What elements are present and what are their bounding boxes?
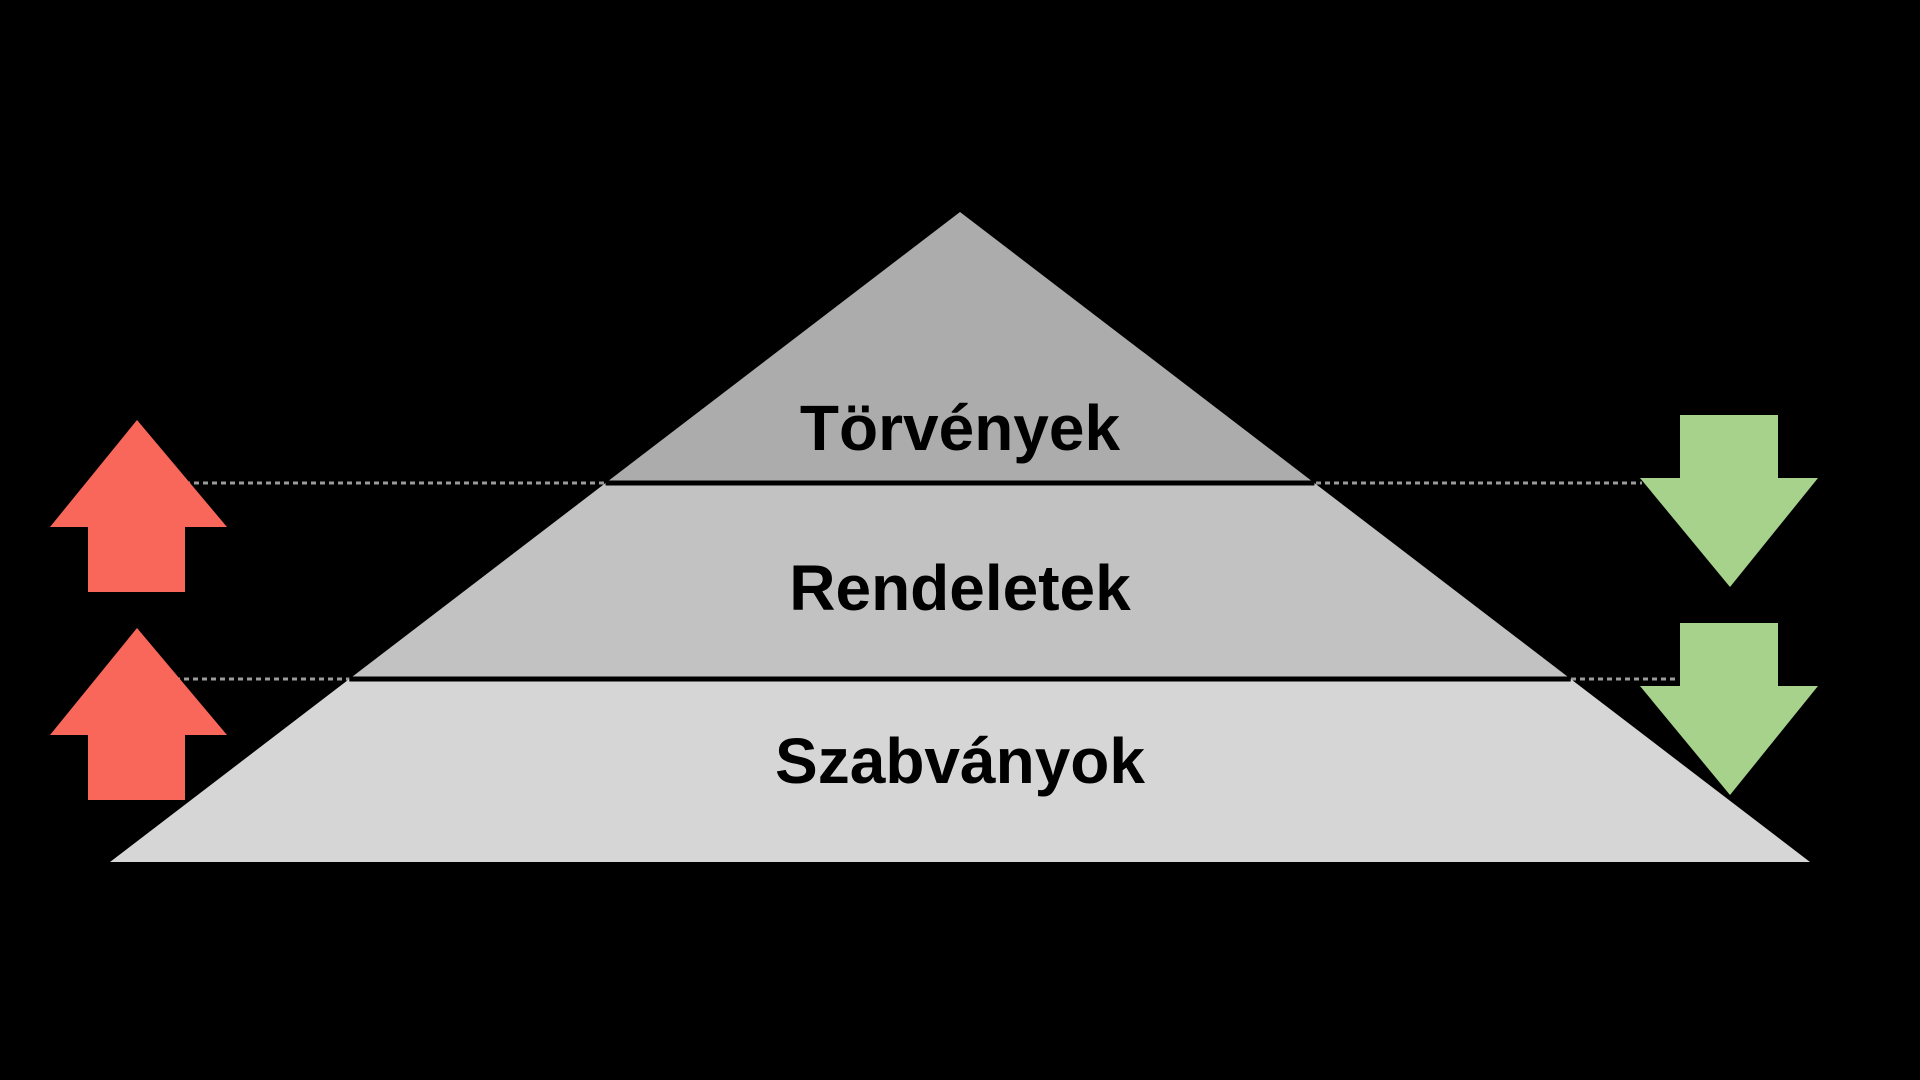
- label-laws: Törvények: [800, 392, 1121, 464]
- up-arrow-icon-bottom: [50, 628, 227, 800]
- pyramid-level-standards: [110, 679, 1810, 862]
- label-decrees: Rendeletek: [789, 552, 1131, 624]
- up-arrow-icon-top: [50, 420, 227, 592]
- down-arrow-icon-bottom: [1640, 623, 1818, 795]
- label-standards: Szabványok: [775, 725, 1145, 797]
- pyramid-level-laws: [605, 212, 1315, 483]
- down-arrow-icon-top: [1640, 415, 1818, 587]
- pyramid-level-decrees: [349, 483, 1571, 679]
